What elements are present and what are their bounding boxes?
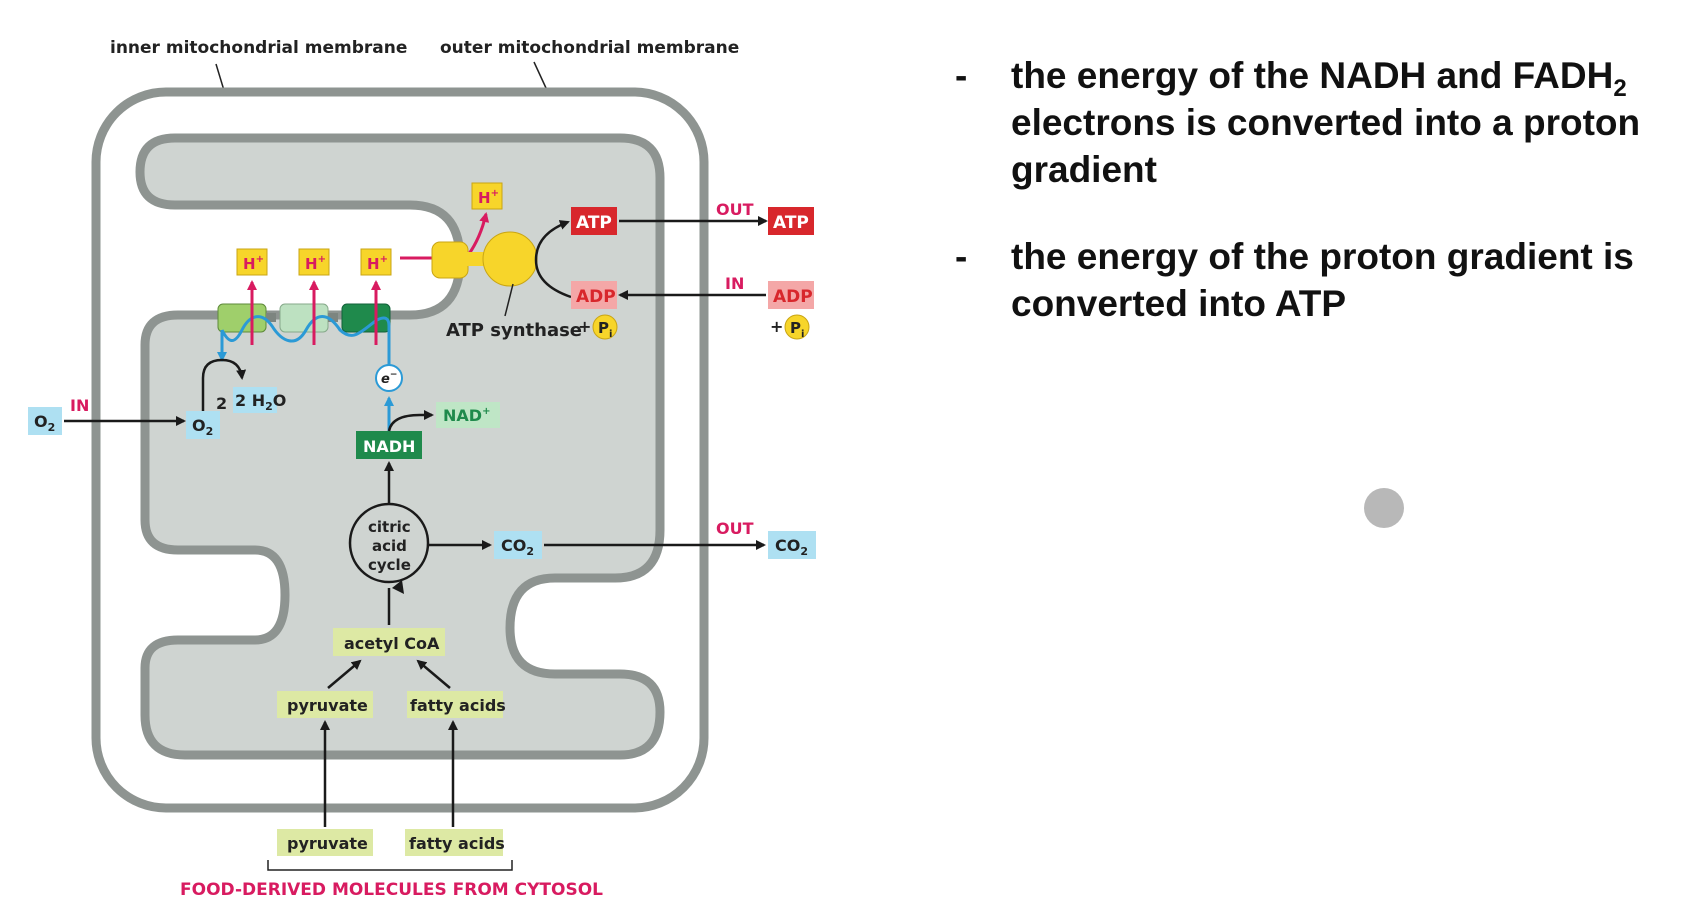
o2-to-water-arrow [201, 358, 247, 411]
svg-text:ATP: ATP [773, 213, 809, 233]
adp-outer-box: ADP [768, 281, 814, 309]
atp-synthase-label: ATP synthase [446, 320, 582, 341]
atp-synthase-leader [504, 283, 514, 317]
adp-in-label: IN [725, 274, 744, 293]
citric-label-3: cycle [368, 556, 411, 574]
proton-box-2: H+ [298, 248, 330, 276]
citric-cycle-arrowhead [392, 580, 404, 594]
complex-3 [341, 303, 391, 333]
svg-text:+: + [578, 317, 591, 336]
pointer-dot [1364, 488, 1404, 528]
proton-box-1: H+ [236, 248, 268, 276]
svg-text:H+: H+ [243, 254, 264, 273]
o2-inner-box: O2 [186, 411, 220, 439]
co2-outer-box: CO2 [768, 531, 816, 559]
nad-plus-box: NAD+ [436, 402, 500, 428]
svg-text:pyruvate: pyruvate [287, 696, 368, 715]
bullet-1: - the energy of the NADH and FADH2 electr… [955, 52, 1675, 193]
svg-text:pyruvate: pyruvate [287, 834, 368, 853]
adp-inner-box: ADP [571, 281, 617, 309]
pyruvate-to-acetyl-arrow [327, 659, 362, 689]
bullet-2: - the energy of the proton gradient is co… [955, 233, 1675, 327]
outer-membrane-label: outer mitochondrial membrane [440, 38, 739, 58]
nadh-box: NADH [356, 431, 422, 459]
pi-outer: + Pi [770, 314, 810, 340]
svg-text:O2: O2 [34, 412, 55, 434]
atp-outer-box: ATP [768, 207, 814, 235]
svg-text:fatty acids: fatty acids [409, 834, 505, 853]
food-derived-label: FOOD-DERIVED MOLECULES FROM CYTOSOL [180, 880, 603, 900]
co2-inner-box: CO2 [494, 531, 542, 559]
svg-text:Pi: Pi [598, 319, 612, 340]
mitochondrion-diagram: inner mitochondrial membrane outer mitoc… [28, 38, 816, 900]
co2-out-label: OUT [716, 519, 754, 538]
svg-text:CO2: CO2 [501, 536, 534, 558]
bullet-1-text-after: electrons is converted into a proton gra… [1011, 102, 1641, 190]
svg-text:+: + [770, 317, 783, 336]
food-bracket [267, 860, 513, 871]
diagram-svg: inner mitochondrial membrane outer mitoc… [28, 38, 816, 900]
bullet-list: - the energy of the NADH and FADH2 electr… [955, 52, 1675, 327]
citric-label-1: citric [368, 518, 411, 536]
bullet-1-dash: - [955, 55, 968, 96]
bullet-1-subscript: 2 [1613, 75, 1627, 102]
svg-text:H+: H+ [367, 254, 388, 273]
bullet-2-dash: - [955, 236, 968, 277]
svg-text:ATP: ATP [576, 213, 612, 233]
linker-1 [266, 313, 276, 322]
water-box: 2 H2O [233, 387, 286, 413]
outer-membrane-leader [533, 61, 547, 89]
bullet-1-text: the energy of the NADH and FADH [1011, 55, 1614, 96]
pyruvate-outer-box: pyruvate [277, 829, 373, 856]
svg-text:ADP: ADP [773, 287, 813, 307]
svg-text:Pi: Pi [790, 319, 804, 340]
o2-in-label: IN [70, 396, 89, 415]
citric-label-2: acid [372, 537, 407, 555]
nadh-to-nad-arrow [387, 410, 434, 432]
electron-marker: e− [375, 364, 403, 392]
pyruvate-inner-box: pyruvate [277, 691, 373, 718]
inner-membrane-label: inner mitochondrial membrane [110, 38, 407, 58]
svg-text:acetyl CoA: acetyl CoA [344, 634, 440, 653]
svg-text:H+: H+ [305, 254, 326, 273]
fatty-acids-outer-box: fatty acids [405, 829, 505, 856]
fatty-acids-inner-box: fatty acids [407, 691, 506, 718]
acetyl-coa-box: acetyl CoA [333, 628, 445, 656]
svg-text:ADP: ADP [576, 287, 616, 307]
bullet-2-text: the energy of the proton gradient is con… [1011, 236, 1634, 324]
fatty-to-acetyl-arrow [416, 659, 451, 689]
atp-out-label: OUT [716, 200, 754, 219]
o2-outer-box: O2 [28, 407, 62, 435]
svg-text:CO2: CO2 [775, 536, 808, 558]
atp-synthase-head [482, 231, 538, 287]
proton-box-3: H+ [360, 248, 392, 276]
svg-text:H+: H+ [478, 188, 499, 207]
svg-text:O2: O2 [192, 416, 213, 438]
adp-to-atp-arrow [534, 220, 572, 299]
svg-text:2 H2O: 2 H2O [235, 391, 286, 413]
proton-box-synthase: H+ [471, 182, 503, 210]
pi-inner: + Pi [578, 314, 618, 340]
svg-text:NADH: NADH [363, 437, 415, 456]
linker-2 [328, 313, 338, 322]
svg-text:e−: e− [381, 370, 397, 387]
atp-synthase-stalk [431, 241, 469, 279]
svg-text:NAD+: NAD+ [443, 406, 490, 425]
svg-text:fatty acids: fatty acids [410, 696, 506, 715]
atp-inner-box: ATP [571, 207, 617, 235]
citric-acid-cycle-ring [348, 502, 430, 584]
